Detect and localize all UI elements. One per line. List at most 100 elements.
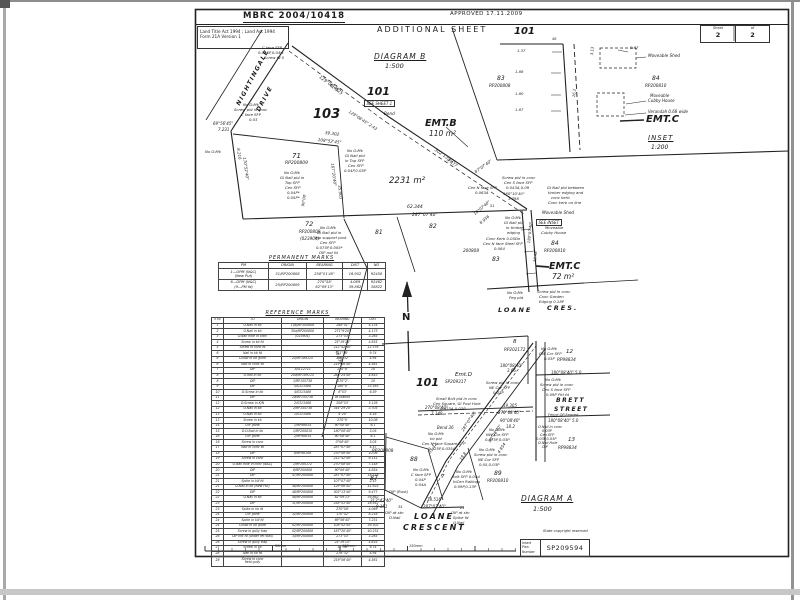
plan-annotation: SP209317 (445, 379, 467, 384)
plan-annotation: RP98834 (558, 445, 577, 450)
plan-annotation: 16.2 (571, 88, 577, 98)
scan-corner-mark (0, 0, 10, 8)
plan-annotation: Cen SFP (285, 185, 301, 190)
plan-annotation: Conc Garden (539, 294, 564, 299)
of-label: of (750, 26, 755, 30)
copyright-note: State copyright reserved (543, 529, 588, 533)
lot-101-diagram-b: 101 (367, 85, 390, 98)
inset-title: INSET (648, 134, 674, 142)
plan-annotation: SEE SHEET 1 (364, 100, 395, 107)
table-cell: 4.635 (361, 539, 385, 547)
plan-annotation: 0.023A,0.03P (440, 406, 466, 411)
plan-annotation: 0.03P (544, 356, 555, 361)
plan-annotation: OIP at stn (385, 510, 404, 515)
lot-71: 71 (292, 152, 301, 160)
plan-annotation: No O.Mk (507, 290, 523, 295)
table-cell: OIP not fd (under ret wall) (223, 533, 282, 541)
lot-83: 83 (492, 256, 500, 263)
boundary-line (384, 489, 422, 509)
plan-annotation: 21 (460, 506, 465, 510)
plan-annotation: O.Nail in conc (538, 425, 563, 429)
plan-annotation: Top SFP (285, 180, 300, 185)
plan-annotation: NW Cor SFP (486, 432, 509, 437)
plan-annotation: Conc Kerb 0.05Dn (486, 236, 521, 241)
plan-annotation: No O.Mk (205, 149, 221, 154)
boundary-line (232, 133, 339, 147)
boundary-line (427, 448, 444, 501)
plan-annotation: 180°08'40" 5.0 (548, 418, 579, 423)
plan-annotation: GI Nail pld between (547, 185, 585, 190)
diagram-a-scale: 1:500 (533, 505, 552, 513)
emt-d-label: Emt.D (455, 372, 472, 378)
boundary-line (467, 447, 484, 501)
plan-annotation: 18.2 (506, 424, 515, 429)
table-cell: 219°56'40" (323, 556, 362, 567)
boundary-line (417, 406, 534, 412)
plan-annotation: 0.67 (630, 45, 639, 50)
table-cell: 9.74 (361, 545, 385, 552)
plan-annotation: O.Nail Hole (538, 441, 558, 445)
boundary-line (573, 43, 581, 151)
table-cell: 39.302 (361, 522, 385, 530)
plan-annotation: RP200808 (299, 229, 321, 234)
plan-annotation: OIP not fd (319, 250, 338, 255)
plan-annotation: OIP at stn (451, 510, 470, 515)
lot-89: 89 (494, 470, 502, 477)
boundary-line (486, 282, 585, 290)
boundary-line (396, 216, 416, 273)
plan-annotation: RP200810 (645, 83, 667, 88)
table-cell: 92458 (367, 268, 386, 281)
plan-annotation: 9.151 (376, 504, 388, 509)
plan-annotation: 200808 (463, 248, 479, 253)
plan-annotation: Verandah 0.68 wide (648, 109, 688, 114)
plan-annotation: Conc kerb on line (548, 200, 582, 205)
plan-annotation: 7.148 (431, 411, 443, 416)
plan-annotation: No O.Mk (541, 346, 557, 351)
plan-annotation: 0.04P* (287, 190, 300, 195)
plan-annotation: 180°08'40" 5.0 (551, 370, 582, 375)
lot-82: 82 (429, 223, 437, 230)
plan-annotation: Screw pld in conc (540, 382, 574, 387)
boundary-line (583, 279, 639, 284)
boundary-line (388, 116, 528, 210)
plan-annotation: Screw fd 5 (264, 55, 285, 60)
acts-line-2: Form 21A Version 1 (200, 33, 241, 39)
plan-annotation: Cen S face SFP (504, 180, 533, 185)
boundary-line (445, 342, 534, 462)
boundary-line (426, 458, 451, 504)
plan-annotation: 0.05P* (287, 195, 300, 200)
plan-annotation: 0.075P,0.03P (485, 437, 510, 442)
plan-annotation: 0.09P Pkt fd (546, 392, 569, 397)
plan-annotation: GI Nail pld in (280, 175, 305, 180)
diagram-b-scale: 1:500 (385, 62, 404, 70)
plan-annotation: OIP (Rust) (389, 489, 409, 494)
plan-annotation: C face SFP (241, 112, 262, 117)
plan-annotation: NE Cor SFP (478, 457, 500, 462)
plan-annotation: 212°42'40" (370, 498, 393, 503)
boundary-line (530, 209, 539, 292)
plan-annotation: Edging 0.18P (539, 299, 565, 304)
plan-annotation: 51 (490, 204, 495, 208)
table-cell: 4.561 (361, 556, 385, 567)
plan-annotation: C face SFP (262, 45, 283, 50)
table-cell: 16.952 (342, 268, 368, 281)
plan-annotation: STREET (554, 406, 589, 413)
plan-annotation: 0.025P,0.04w (258, 50, 284, 55)
approval-stamp: APPROVED 17.11.2009 (450, 11, 523, 17)
plan-annotation: 0.03P,0.03P (536, 437, 557, 441)
boundary-line (521, 210, 530, 293)
plan-annotation: Moveable (650, 93, 670, 98)
table-cell: 31/RP200808 (268, 268, 307, 281)
diagram-b-title: DIAGRAM B (374, 52, 427, 61)
diagram-a-title: DIAGRAM A (521, 494, 574, 503)
lot-88: 88 (410, 456, 418, 463)
plan-annotation: GI Nail pld in (317, 230, 342, 235)
boundary-line (385, 436, 429, 450)
boundary-line (449, 345, 537, 460)
